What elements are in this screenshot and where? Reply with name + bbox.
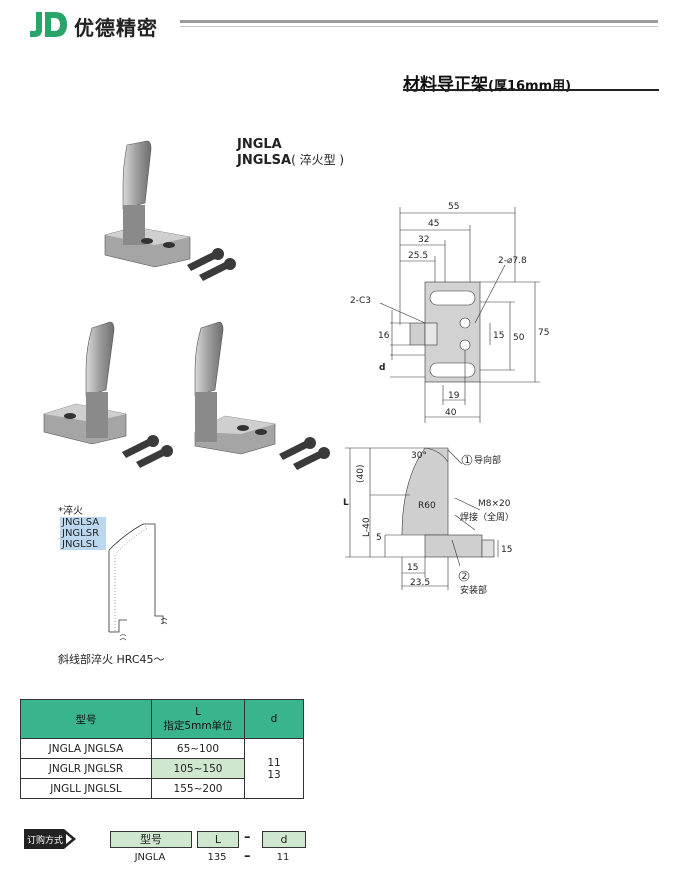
quench-caption: 斜线部淬火 HRC45～: [58, 653, 165, 666]
dim-50: 50: [513, 333, 525, 343]
logo-icon: [30, 12, 67, 37]
dim-m8: M8×20: [478, 499, 511, 509]
callout-1-number: 1: [465, 456, 471, 466]
order-dash-2: –: [244, 849, 251, 864]
callout-mount: 安装部: [460, 584, 487, 596]
dim-r60: R60: [418, 501, 436, 511]
dim-32: 32: [418, 235, 429, 245]
dim-40: 40: [445, 408, 457, 418]
table-row: JNGLA JNGLSA 65~100 11 13: [20, 738, 304, 799]
model-name-2-note: ( 淬火型 ): [291, 153, 345, 167]
spec-header-model: 型号: [20, 699, 152, 739]
spec-d-value-1: 11: [267, 756, 281, 769]
product-photo-jnglr: [43, 321, 173, 468]
model-name-2-text: JNGLSA: [237, 153, 292, 168]
quench-model-2: JNGLSR: [60, 528, 106, 539]
side-view-drawing: 1 导向部 2 安装部 30° (40) L L-40 R60 5 15 23.…: [343, 447, 514, 596]
spec-model-cell: JNGLA JNGLSA: [20, 738, 152, 759]
dim-l: L: [343, 498, 349, 508]
top-view-drawing: 55 45 32 25.5 2-⌀7.8 2-C3 16 d 15 50 75 …: [350, 202, 549, 423]
table-row: JNGLL JNGLSL 155~200: [20, 778, 304, 799]
order-header-l: L: [197, 831, 239, 848]
dim-16: 16: [378, 331, 390, 341]
callout-1-marker: [461, 454, 473, 466]
spec-l-cell: 65~100: [151, 738, 245, 759]
dim-23-5: 23.5: [410, 578, 430, 588]
quench-label: *淬火: [58, 506, 83, 517]
dim-40-paren: (40): [356, 465, 366, 483]
brand-name: 优德精密: [74, 16, 158, 40]
spec-model-cell: JNGLR JNGLSR: [20, 758, 152, 779]
spec-header-l-title: L: [195, 705, 201, 718]
spec-d-cell: 11 13: [244, 738, 304, 799]
dim-hole: 2-⌀7.8: [498, 256, 527, 266]
dim-l-40: L-40: [362, 517, 372, 537]
title-underline: [403, 89, 659, 91]
spec-model-cell: JNGLL JNGLSL: [20, 778, 152, 799]
product-photo-jngla: [104, 140, 236, 281]
order-arrow-icon: [24, 829, 76, 849]
quench-model-3: JNGLSL: [60, 539, 106, 550]
order-value-d: 11: [276, 852, 290, 863]
dim-19: 19: [448, 391, 460, 401]
spec-d-value-2: 13: [267, 768, 281, 781]
order-header-model: 型号: [110, 831, 192, 848]
callout-2-marker: [458, 570, 470, 582]
dim-55: 55: [448, 202, 459, 212]
callout-2-number: 2: [462, 572, 468, 582]
model-name-2: JNGLSA( 淬火型 ): [237, 151, 344, 168]
page-title: 材料导正架(厚16mm用): [403, 70, 571, 95]
dim-15: 15: [493, 331, 504, 341]
dim-angle: 30°: [411, 451, 427, 461]
dim-d: d: [379, 363, 385, 373]
order-label: 订购方式: [27, 836, 64, 846]
header-rule-thin: [180, 26, 658, 27]
order-header-d: d: [262, 831, 306, 848]
spec-l-cell: 155~200: [151, 778, 245, 799]
model-name-1: JNGLA: [237, 137, 282, 152]
title-sub: (厚16mm用): [488, 79, 572, 94]
quench-model-list: JNGLSA JNGLSR JNGLSL: [60, 517, 106, 550]
callout-guide: 导向部: [474, 454, 501, 466]
quench-profile-drawing: [108, 523, 168, 641]
title-main: 材料导正架: [403, 75, 488, 95]
table-row: JNGLR JNGLSR 105~150: [20, 758, 304, 779]
header-rule: [180, 20, 658, 23]
order-dash-1: –: [244, 830, 251, 845]
callout-weld: 焊接（全周）: [460, 511, 514, 523]
product-photo-jngll: [194, 321, 330, 470]
spec-header-l-sub: 指定5mm单位: [163, 719, 233, 732]
dim-5: 5: [376, 533, 382, 543]
quench-model-1: JNGLSA: [60, 517, 106, 528]
dim-75: 75: [538, 328, 549, 338]
spec-table: 型号 L 指定5mm单位 d JNGLA JNGLSA 65~100 11 13…: [20, 699, 304, 799]
spec-l-cell: 105~150: [151, 758, 245, 779]
order-value-model: JNGLA: [134, 852, 166, 863]
spec-header-l: L 指定5mm单位: [151, 699, 245, 739]
dim-45: 45: [428, 219, 439, 229]
dim-15-right: 15: [501, 545, 512, 555]
dim-25-5: 25.5: [408, 251, 428, 261]
order-value-l: 135: [207, 852, 227, 863]
spec-header-d: d: [244, 699, 304, 739]
dim-15-side: 15: [407, 563, 418, 573]
dim-chamfer: 2-C3: [350, 296, 371, 306]
